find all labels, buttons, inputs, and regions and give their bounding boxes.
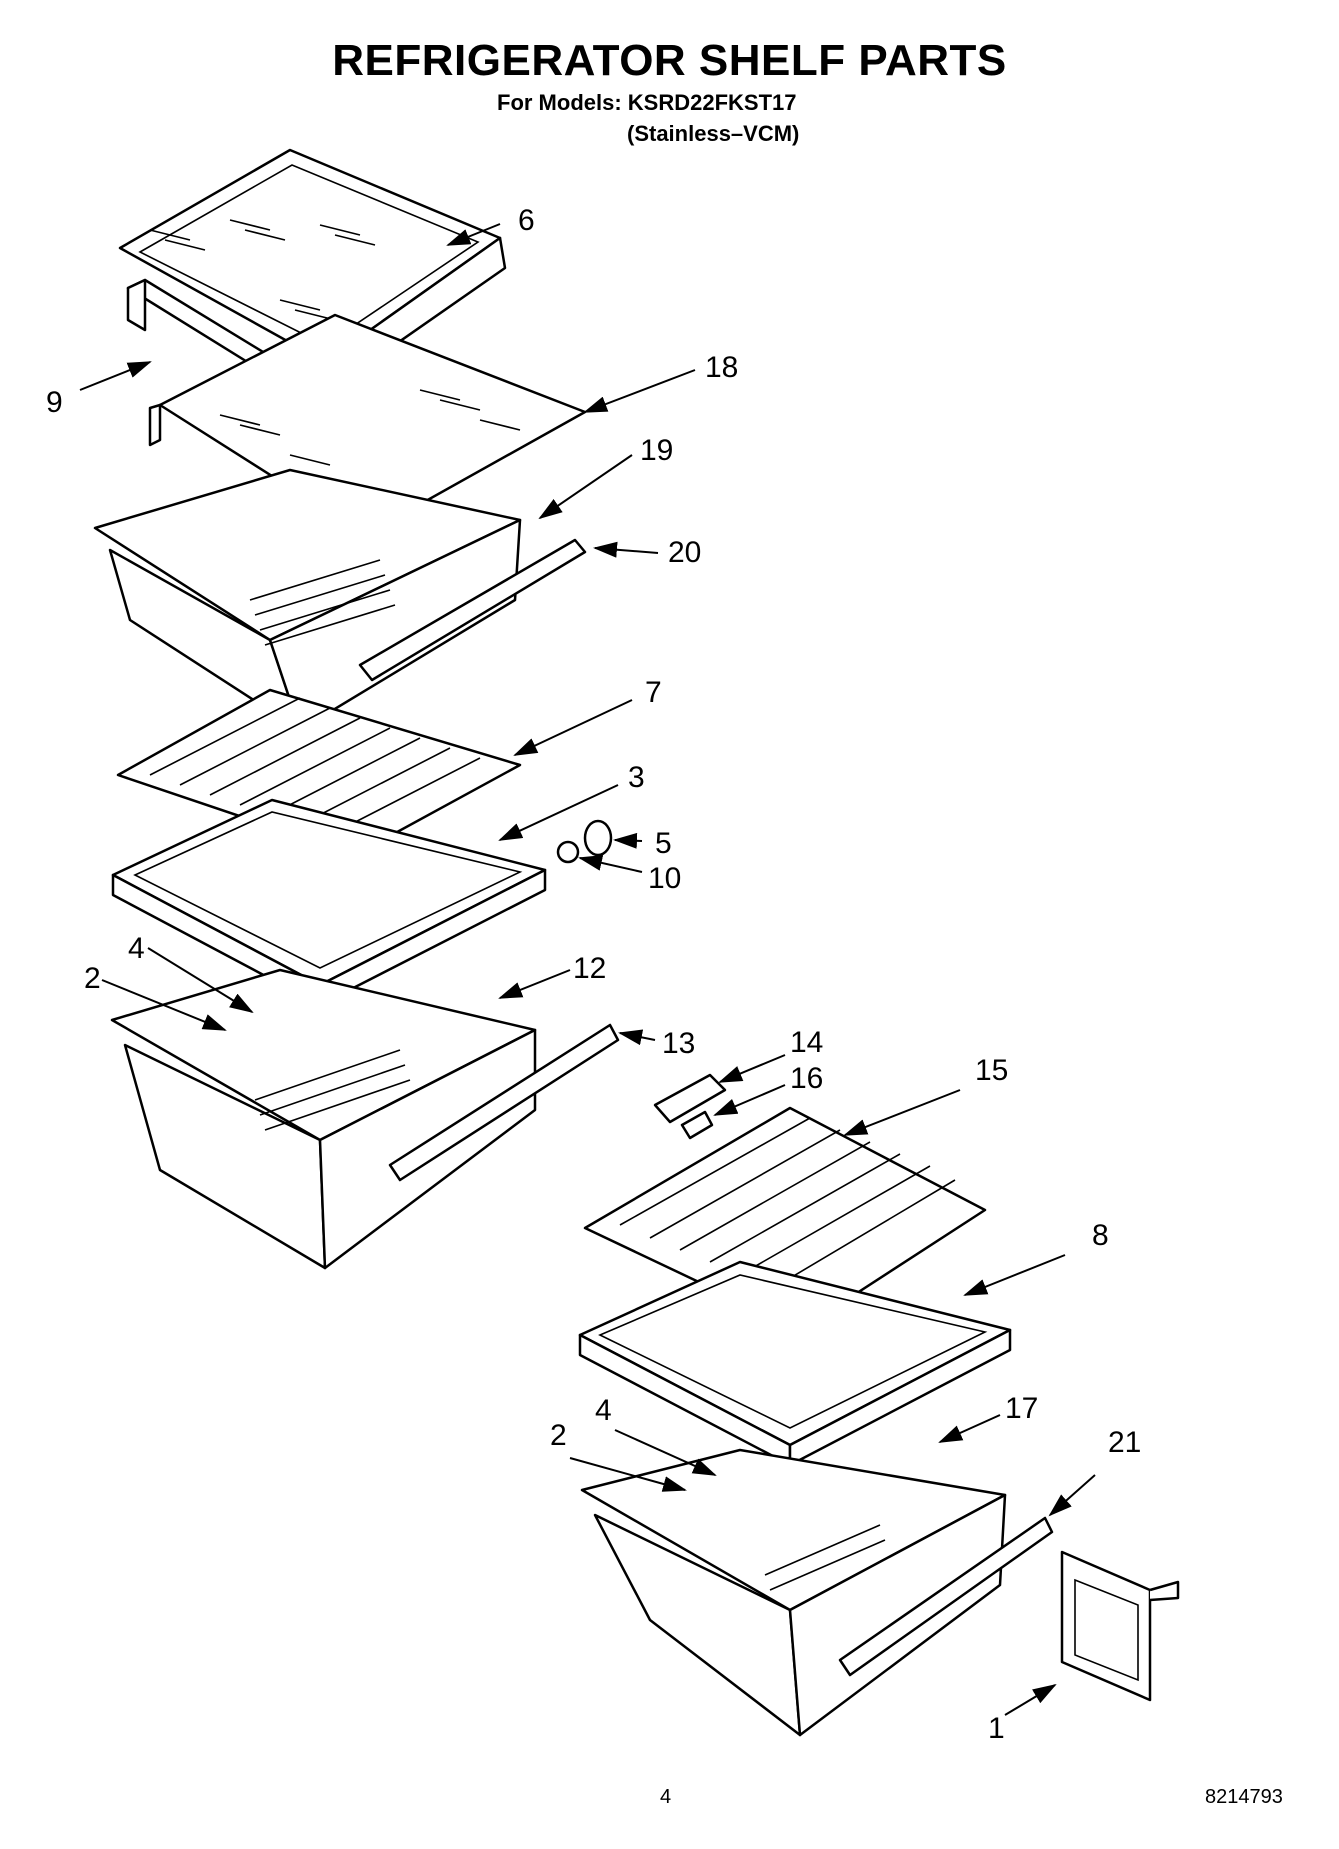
part-13-drawer-handle [388, 1023, 620, 1182]
part-8-shelf-frame [578, 1260, 1012, 1467]
callout-2b: 2 [550, 1419, 567, 1452]
page-number: 4 [660, 1786, 672, 1808]
callout-4b: 4 [595, 1394, 612, 1427]
callout-20: 20 [668, 536, 701, 569]
callout-18: 18 [705, 351, 738, 384]
callout-16: 16 [790, 1062, 823, 1095]
part-10-screw [556, 840, 580, 864]
callout-4: 4 [128, 932, 145, 965]
leader-lines [79, 223, 1096, 1716]
document-number: 8214793 [1205, 1786, 1283, 1808]
callout-8: 8 [1092, 1219, 1109, 1252]
callout-5: 5 [655, 827, 672, 860]
variant-line: (Stainless–VCM) [627, 121, 800, 146]
callout-21: 21 [1108, 1426, 1141, 1459]
callout-13: 13 [662, 1027, 695, 1060]
page-title: REFRIGERATOR SHELF PARTS [332, 36, 1007, 85]
part-21-drawer-handle [838, 1516, 1054, 1677]
models-line: For Models: KSRD22FKST17 [497, 90, 797, 115]
callout-3: 3 [628, 761, 645, 794]
callout-15: 15 [975, 1054, 1008, 1087]
callout-2: 2 [84, 962, 101, 995]
callout-10: 10 [648, 862, 681, 895]
part-16-clip [680, 1110, 714, 1140]
callout-14: 14 [790, 1026, 823, 1059]
part-14-clip [653, 1073, 727, 1124]
callout-17: 17 [1005, 1392, 1038, 1425]
part-17-crisper-drawer [580, 1448, 1007, 1737]
part-19-crisper-drawer [93, 468, 522, 732]
callout-7: 7 [645, 676, 662, 709]
part-1-cover [1060, 1550, 1180, 1702]
callout-1: 1 [988, 1712, 1005, 1745]
callout-12: 12 [573, 952, 606, 985]
part-3-shelf-frame [111, 798, 547, 1007]
callout-9: 9 [46, 386, 63, 419]
callout-numbers: 6 9 18 19 20 7 3 5 10 4 2 12 13 14 16 15… [46, 204, 1141, 1745]
part-20-drawer-handle [358, 538, 587, 682]
callout-6: 6 [518, 204, 535, 237]
part-5-cap [583, 819, 613, 857]
callout-19: 19 [640, 434, 673, 467]
